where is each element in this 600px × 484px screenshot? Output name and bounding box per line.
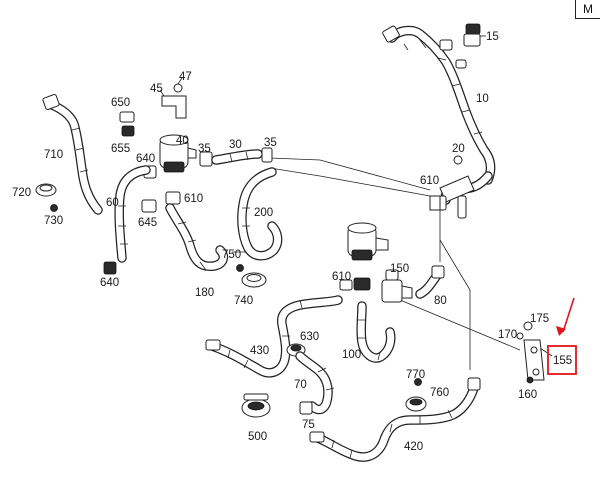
- callout-760: 760: [430, 387, 449, 399]
- callout-70: 70: [294, 379, 307, 391]
- callout-155: 155: [553, 355, 572, 367]
- callout-610-left: 610: [184, 193, 203, 205]
- hose-30: [211, 149, 263, 165]
- callout-60: 60: [106, 197, 119, 209]
- hose-430: [205, 295, 343, 378]
- callout-47: 47: [179, 71, 192, 83]
- bracket-610-20: [429, 155, 493, 219]
- callout-labels: 15 10 20 47 45 650 655 40 35 30 35 640 7…: [12, 31, 549, 453]
- callout-655: 655: [111, 143, 130, 155]
- callout-710: 710: [44, 149, 63, 161]
- hose-180: [165, 203, 229, 272]
- clip-645: [141, 199, 157, 213]
- clip-750: [236, 264, 244, 272]
- callout-75: 75: [302, 419, 315, 431]
- callout-640-top: 640: [136, 153, 155, 165]
- aux-pump-center: [347, 222, 389, 261]
- callout-100: 100: [342, 349, 361, 361]
- callout-610-right: 610: [420, 175, 439, 187]
- callout-720: 720: [12, 187, 31, 199]
- callout-650: 650: [111, 97, 130, 109]
- leader-lines: [232, 157, 553, 370]
- hose-420: [309, 377, 481, 462]
- callout-170: 170: [498, 329, 517, 341]
- corner-page-badge: M: [575, 0, 600, 19]
- callout-30: 30: [229, 139, 242, 151]
- callout-40: 40: [176, 135, 189, 147]
- hose-710: [42, 94, 103, 215]
- hose-10: [382, 25, 496, 185]
- callout-750: 750: [222, 249, 241, 261]
- aux-pump-40: [159, 134, 197, 173]
- highlight-155: 155: [547, 297, 577, 375]
- clip-610-center: [339, 277, 371, 291]
- highlight-arrow: [562, 297, 575, 333]
- clip-160: [526, 376, 534, 384]
- callout-35-left: 35: [198, 143, 211, 155]
- callout-640-bottom: 640: [100, 277, 119, 289]
- clip-75: [299, 401, 313, 415]
- callout-430: 430: [250, 345, 269, 357]
- callout-610-center: 610: [332, 271, 351, 283]
- callout-420: 420: [404, 441, 423, 453]
- callout-200: 200: [254, 207, 273, 219]
- clamp-740: [241, 272, 267, 288]
- callout-175: 175: [530, 313, 549, 325]
- callout-180: 180: [195, 287, 214, 299]
- callout-630: 630: [300, 331, 319, 343]
- callout-730: 730: [44, 215, 63, 227]
- clip-35-right: [261, 147, 273, 163]
- highlight-box: [547, 345, 577, 375]
- hose-100: [356, 301, 396, 363]
- callout-20: 20: [452, 143, 465, 155]
- bracket-155: [523, 339, 545, 381]
- clip-770: [414, 378, 422, 386]
- hose-80: [415, 265, 445, 299]
- hose-200: [237, 167, 283, 261]
- callout-500: 500: [248, 431, 267, 443]
- callout-150: 150: [390, 263, 409, 275]
- clamp-720: [35, 183, 57, 197]
- part-650-655: [119, 111, 135, 137]
- callout-645: 645: [138, 217, 157, 229]
- callout-740: 740: [234, 295, 253, 307]
- callout-15: 15: [486, 31, 499, 43]
- callout-160: 160: [518, 389, 537, 401]
- hose-70: [295, 351, 335, 415]
- bracket-45-47: [159, 77, 187, 119]
- clip-15: [463, 23, 486, 47]
- clamp-500: [241, 393, 271, 418]
- valve-150: [381, 269, 413, 303]
- clip-175: [523, 321, 533, 331]
- callout-35-right: 35: [264, 137, 277, 149]
- clamp-760: [405, 396, 427, 412]
- highlight-arrow-head: [556, 326, 566, 336]
- callout-80: 80: [434, 295, 447, 307]
- clip-730: [50, 204, 58, 212]
- callout-45: 45: [150, 83, 163, 95]
- callout-10: 10: [476, 93, 489, 105]
- clip-610-left: [165, 191, 181, 205]
- clip-170: [516, 332, 524, 340]
- callout-770: 770: [406, 369, 425, 381]
- clip-640-bottom: [103, 261, 117, 275]
- hose-60: [114, 165, 151, 263]
